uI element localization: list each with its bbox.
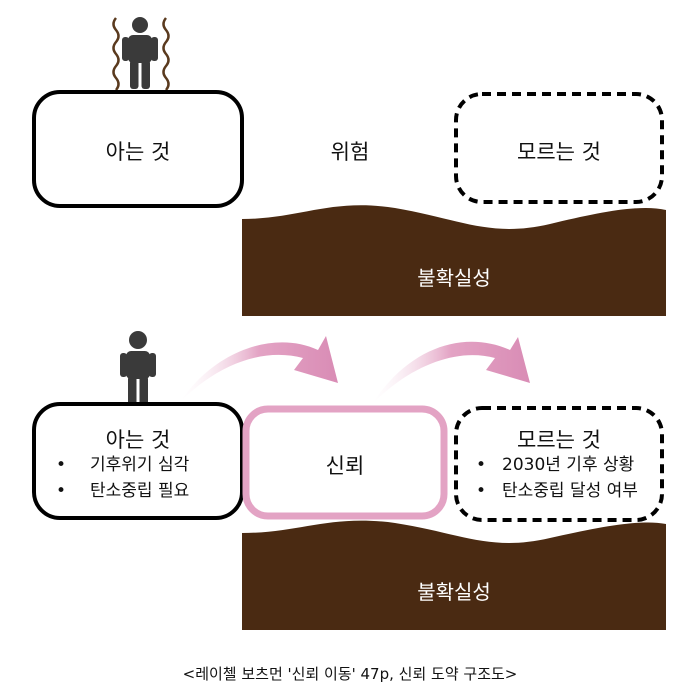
uncertainty-ground-top <box>242 205 666 316</box>
known-box-top <box>32 90 244 208</box>
unknown-label-top: 모르는 것 <box>517 140 601 164</box>
unknown-list: •2030년 기후 상황 •탄소중립 달성 여부 <box>470 452 638 504</box>
trust-label: 신뢰 <box>325 454 365 478</box>
leap-arrow-1 <box>180 336 338 402</box>
list-item: •탄소중립 달성 여부 <box>476 481 638 501</box>
list-item: •기후위기 심각 <box>56 455 190 475</box>
leap-arrow-2 <box>372 337 530 404</box>
uncertainty-ground-bottom <box>242 520 666 630</box>
known-box-bottom <box>32 402 244 520</box>
uncertainty-label-bottom: 불확실성 <box>417 580 491 604</box>
list-item: •탄소중립 필요 <box>56 481 190 501</box>
uncertainty-label-top: 불확실성 <box>417 266 491 290</box>
unknown-box-top <box>454 92 664 204</box>
unknown-title-bottom: 모르는 것 <box>517 428 601 452</box>
known-list: •기후위기 심각 •탄소중립 필요 <box>50 452 189 504</box>
known-label-top: 아는 것 <box>105 140 171 164</box>
person-icon <box>120 331 156 406</box>
risk-label: 위험 <box>330 140 370 164</box>
figure-caption: <레이첼 보츠먼 '신뢰 이동' 47p, 신뢰 도약 구조도> <box>182 665 518 683</box>
trust-box <box>242 405 448 520</box>
unknown-box-bottom <box>454 406 664 522</box>
known-title-bottom: 아는 것 <box>105 428 171 452</box>
anxious-person-icon <box>112 17 170 91</box>
list-item: •2030년 기후 상황 <box>476 455 635 475</box>
